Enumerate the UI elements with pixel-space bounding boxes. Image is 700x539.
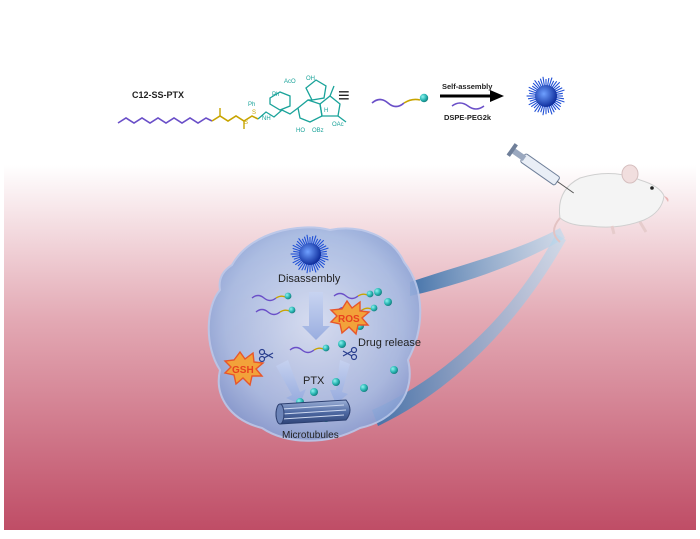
chem-ph1: Ph: [248, 102, 255, 108]
scissors-icon-left: [258, 348, 274, 363]
ptx-label: PTX: [303, 375, 325, 387]
ros-burst: [329, 299, 371, 336]
chem-obz: OBz: [312, 128, 324, 134]
gsh-label: GSH: [232, 365, 254, 376]
alkyl-chain: [117, 117, 213, 124]
release-arrow-center: [302, 292, 330, 340]
nanoparticle-cell: [290, 234, 329, 274]
prodrug-label: C12-SS-PTX: [132, 90, 184, 100]
chem-ho: HO: [296, 128, 305, 134]
svg-text:S: S: [244, 120, 248, 126]
drug-release-label: Drug release: [358, 337, 421, 349]
chem-h: H: [324, 108, 328, 114]
svg-text:S: S: [252, 110, 256, 116]
equivalence-symbol: ≡: [338, 85, 350, 107]
gsh-burst: [223, 350, 265, 387]
vessel-upper: [410, 228, 565, 296]
nanoparticle-top: [526, 76, 565, 116]
syringe: [506, 143, 574, 194]
dspe-peg-label: DSPE-PEG2k: [444, 113, 492, 122]
chem-oac: OAc: [332, 122, 344, 128]
self-assembly-arrow: [440, 90, 504, 102]
mouse: [553, 164, 669, 243]
prodrug-schematic: [371, 93, 429, 108]
released-molecules: [251, 288, 398, 422]
chem-nh: NH: [262, 116, 271, 122]
disassembly-label: Disassembly: [278, 273, 341, 285]
chem-ph2: Ph: [272, 92, 279, 98]
scissors-icon-right: [342, 346, 358, 361]
microtubules-label: Microtubules: [282, 430, 339, 441]
microtubules: [275, 399, 351, 425]
prodrug-structure: S S AcO OH Ph NH Ph HO OBz OAc H: [117, 76, 347, 134]
release-arrow-left: [276, 360, 306, 404]
chem-aco: AcO: [284, 79, 296, 85]
self-assembly-label: Self-assembly: [442, 82, 493, 91]
ros-label: ROS: [338, 314, 360, 325]
chem-oh: OH: [306, 76, 315, 82]
